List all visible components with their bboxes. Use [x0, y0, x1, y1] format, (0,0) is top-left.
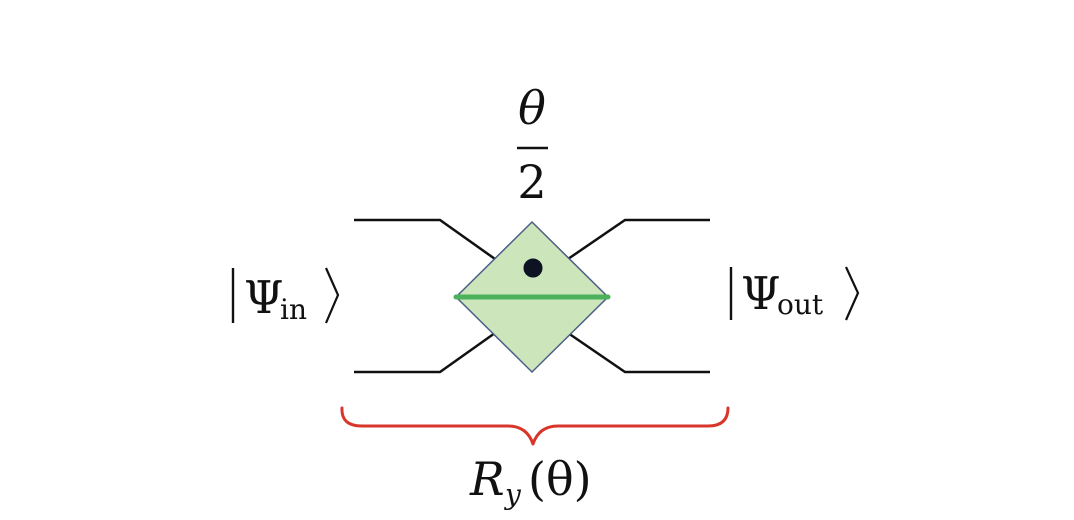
- angle-denominator: 2: [517, 155, 546, 209]
- bottom-right-wire: [567, 331, 710, 374]
- gate-label-subscript: y: [503, 478, 522, 511]
- gate-brace: [340, 406, 730, 446]
- top-right-wire: [567, 218, 710, 261]
- input-ket-bracket: [324, 267, 340, 324]
- input-psi: Ψ: [244, 271, 283, 324]
- gate-label-main: R: [469, 452, 505, 506]
- output-state-ket: Ψ out: [729, 266, 860, 321]
- gate-label-argument: (θ): [528, 452, 592, 506]
- top-left-wire: [354, 218, 496, 261]
- output-subscript: out: [777, 288, 824, 321]
- bottom-left-wire: [354, 331, 496, 374]
- wire-paths: [354, 218, 710, 374]
- angle-numerator: θ: [518, 81, 546, 135]
- input-state-ket: Ψ in: [231, 267, 340, 326]
- output-psi: Ψ: [741, 267, 780, 320]
- angle-label: θ 2: [517, 81, 548, 209]
- gate-label: R y (θ): [469, 452, 592, 511]
- output-ket-bracket: [844, 266, 860, 321]
- input-subscript: in: [280, 293, 307, 326]
- rotation-axis-dot: [523, 258, 543, 278]
